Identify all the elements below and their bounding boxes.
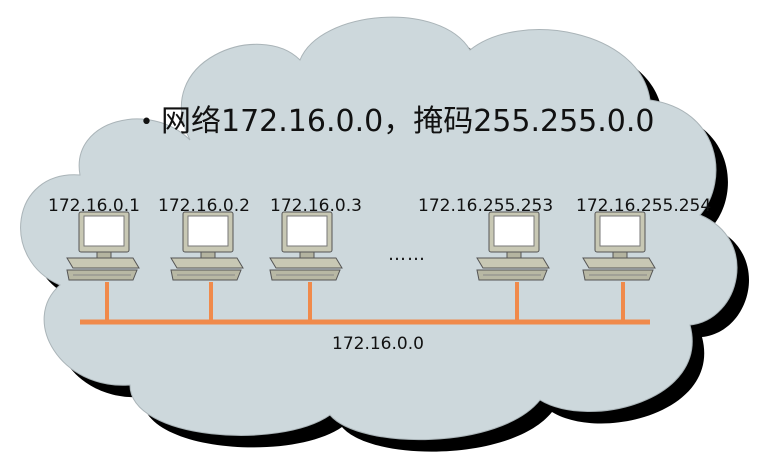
network-title-text: 网络172.16.0.0，掩码255.255.0.0 [160,104,655,139]
cloud-body [20,16,738,441]
more-hosts-ellipsis: …… [388,244,426,265]
host-ip-label: 172.16.0.2 [158,196,250,216]
network-title: • 网络172.16.0.0，掩码255.255.0.0 [140,96,655,140]
host-ip-label: 172.16.0.3 [270,196,362,216]
host-ip-label: 172.16.255.253 [418,196,554,216]
bullet-icon: • [140,110,153,135]
network-address-label: 172.16.0.0 [332,334,424,354]
drop-lines [105,282,625,322]
host-ip-label: 172.16.0.1 [48,196,140,216]
host-ip-label: 172.16.255.254 [576,196,712,216]
